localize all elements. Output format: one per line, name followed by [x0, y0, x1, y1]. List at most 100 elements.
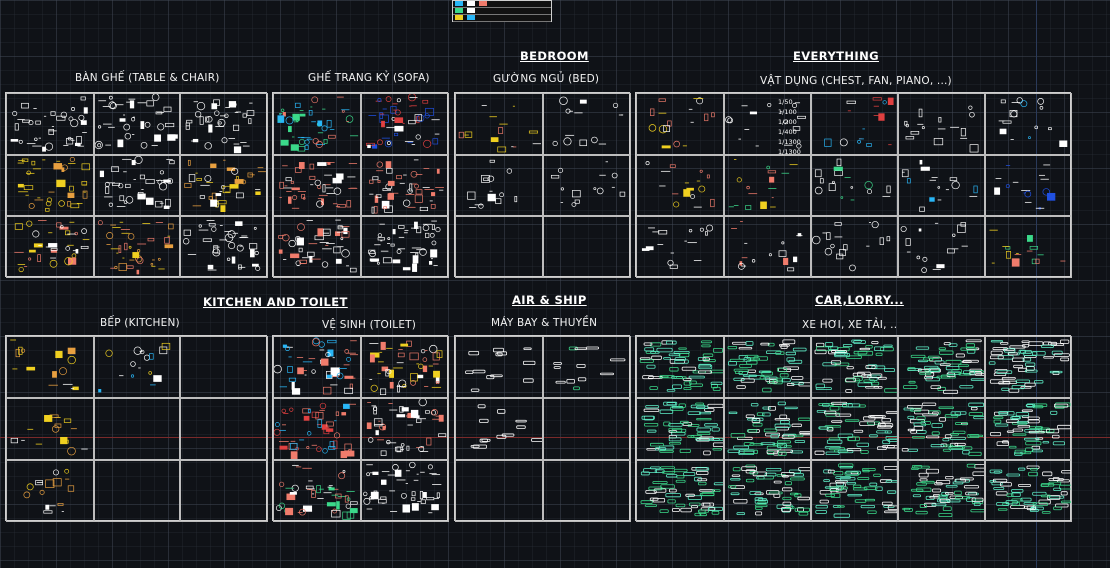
block-cell[interactable] [985, 155, 1072, 216]
cad-block-symbol [916, 487, 932, 492]
block-grid-air-ship[interactable] [454, 335, 631, 522]
block-cell[interactable] [811, 216, 898, 278]
block-cell[interactable] [898, 398, 985, 460]
block-grid-bed[interactable] [454, 92, 631, 278]
block-cell[interactable] [273, 155, 361, 216]
block-cell[interactable] [6, 398, 94, 460]
block-cell[interactable] [636, 155, 724, 216]
block-cell[interactable] [361, 336, 449, 398]
block-cell[interactable] [898, 216, 985, 278]
block-cell[interactable] [985, 93, 1072, 155]
block-cell[interactable] [724, 398, 811, 460]
block-cell[interactable] [94, 93, 180, 155]
block-cell[interactable] [543, 460, 631, 522]
block-grid-kitchen[interactable] [5, 335, 268, 522]
block-cell[interactable] [898, 155, 985, 216]
cad-block-symbol [130, 361, 136, 367]
block-cell[interactable] [361, 398, 449, 460]
block-cell[interactable] [898, 336, 985, 398]
block-cell[interactable] [455, 216, 543, 278]
block-cell[interactable] [6, 460, 94, 522]
cad-block-symbol [837, 505, 845, 508]
cad-block-symbol [48, 243, 58, 248]
block-cell[interactable] [455, 336, 543, 398]
block-cell[interactable] [94, 398, 180, 460]
block-cell[interactable] [94, 460, 180, 522]
block-cell[interactable] [985, 460, 1072, 522]
block-cell[interactable] [180, 216, 268, 278]
block-cell[interactable] [455, 398, 543, 460]
block-grid-everything[interactable] [635, 92, 1072, 278]
cad-block-symbol [1020, 497, 1032, 502]
block-cell[interactable] [6, 336, 94, 398]
block-cell[interactable] [273, 216, 361, 278]
block-cell[interactable] [724, 460, 811, 522]
block-grid-sofa[interactable] [272, 92, 449, 278]
block-cell[interactable] [985, 336, 1072, 398]
block-cell[interactable] [361, 93, 449, 155]
block-cell[interactable] [6, 155, 94, 216]
block-cell[interactable] [543, 155, 631, 216]
block-cell[interactable] [94, 155, 180, 216]
block-cell[interactable] [273, 398, 361, 460]
block-cell[interactable] [811, 155, 898, 216]
cad-block-symbol [284, 345, 291, 351]
cad-block-symbol [830, 243, 835, 249]
block-cell[interactable] [455, 460, 543, 522]
block-cell[interactable] [273, 93, 361, 155]
block-cell[interactable] [6, 216, 94, 278]
block-cell[interactable] [636, 398, 724, 460]
block-cell[interactable] [811, 336, 898, 398]
block-cell[interactable] [94, 336, 180, 398]
cad-block-symbol [325, 352, 331, 358]
block-cell[interactable] [636, 216, 724, 278]
block-cell[interactable] [543, 336, 631, 398]
block-cell[interactable] [543, 216, 631, 278]
cad-block-symbol [154, 134, 162, 142]
block-cell[interactable] [180, 460, 268, 522]
block-grid-table-chair[interactable] [5, 92, 268, 278]
block-cell[interactable] [361, 216, 449, 278]
block-cell[interactable] [273, 460, 361, 522]
block-cell[interactable] [94, 216, 180, 278]
cad-block-symbol [153, 375, 162, 382]
block-cell[interactable] [636, 460, 724, 522]
cad-block-symbol [467, 191, 476, 200]
block-cell[interactable] [180, 155, 268, 216]
block-cell[interactable] [180, 93, 268, 155]
title-block[interactable] [452, 0, 552, 22]
block-cell[interactable] [898, 460, 985, 522]
block-grid-cars[interactable] [635, 335, 1072, 522]
block-cell[interactable] [543, 398, 631, 460]
block-cell[interactable] [811, 460, 898, 522]
block-cell[interactable] [636, 336, 724, 398]
block-cell[interactable] [724, 93, 811, 155]
block-cell[interactable] [898, 93, 985, 155]
block-cell[interactable] [636, 93, 724, 155]
cad-block-symbol [619, 191, 626, 197]
block-cell[interactable] [6, 93, 94, 155]
block-cell[interactable] [543, 93, 631, 155]
block-cell[interactable] [180, 398, 268, 460]
block-cell[interactable] [455, 155, 543, 216]
block-cell[interactable] [811, 93, 898, 155]
block-cell[interactable] [811, 398, 898, 460]
cad-block-symbol [246, 110, 255, 116]
block-cell[interactable] [361, 155, 449, 216]
block-cell[interactable] [724, 155, 811, 216]
block-cell[interactable] [180, 336, 268, 398]
cad-block-symbol [674, 359, 689, 364]
block-cell[interactable] [724, 336, 811, 398]
block-cell[interactable] [724, 216, 811, 278]
block-cell[interactable] [985, 398, 1072, 460]
cad-block-symbol [235, 192, 244, 199]
block-cell[interactable] [273, 336, 361, 398]
block-grid-toilet[interactable] [272, 335, 449, 522]
block-cell[interactable] [985, 216, 1072, 278]
block-cell[interactable] [361, 460, 449, 522]
block-cell[interactable] [455, 93, 543, 155]
cad-block-symbol [429, 232, 435, 238]
cad-block-symbol [924, 376, 934, 380]
cad-block-symbol [791, 376, 804, 380]
